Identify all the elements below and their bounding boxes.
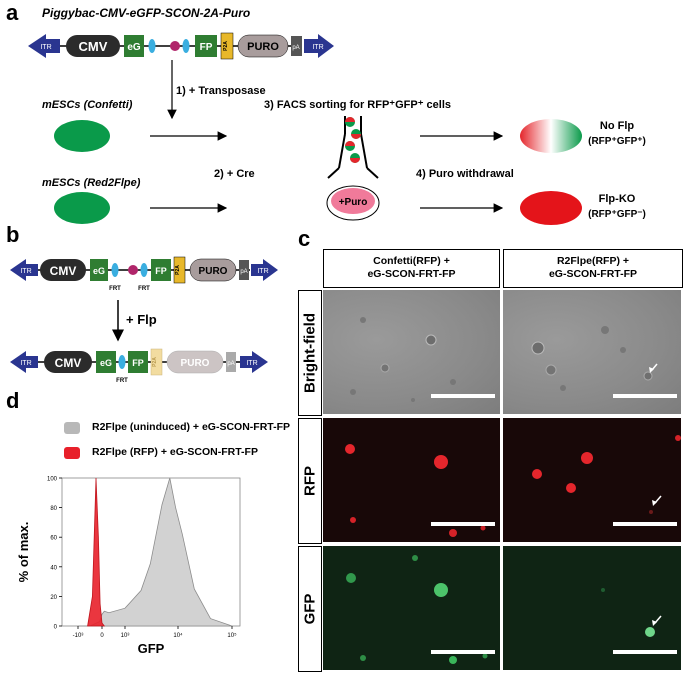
step4-label: 4) Puro withdrawal xyxy=(416,168,514,180)
svg-text:ITR: ITR xyxy=(20,360,31,367)
col-header-confetti: Confetti(RFP) + eG-SCON-FRT-FP xyxy=(323,249,500,288)
panel-a-diagram: ITR CMV eG FP P2A PURO pA ITR 1) + Trans… xyxy=(28,32,646,225)
panel-letter-a: a xyxy=(6,0,19,25)
col-header-r2flpe: R2Flpe(RFP) + eG-SCON-FRT-FP xyxy=(503,249,683,288)
outcome-2-sub: (RFP⁺GFP⁻) xyxy=(588,209,646,220)
svg-text:eG: eG xyxy=(100,358,112,368)
panel-letter-b: b xyxy=(6,222,20,247)
red2flpe-cells xyxy=(54,192,110,224)
no-flp-cells xyxy=(520,119,582,153)
frt-icon xyxy=(182,39,190,53)
cell-line-1: mESCs (Confetti) xyxy=(42,99,133,111)
micrograph-rfp-r2flpe xyxy=(503,418,681,542)
svg-text:FRT: FRT xyxy=(116,378,128,384)
itr-right-icon xyxy=(304,34,334,58)
svg-text:ITR: ITR xyxy=(312,44,323,51)
confetti-cells xyxy=(54,120,110,152)
x-axis-label: GFP xyxy=(138,641,165,656)
svg-text:FRT: FRT xyxy=(138,286,150,292)
micrograph-gfp-r2flpe xyxy=(503,546,681,670)
svg-text:P2A: P2A xyxy=(175,265,181,275)
legend-swatch-uninduced xyxy=(64,422,80,434)
panel-letter-c: c xyxy=(298,226,311,251)
p2a-block xyxy=(220,32,234,60)
x-tick-label: 10³ xyxy=(121,633,130,639)
row-label-gfp: GFP xyxy=(298,546,322,672)
construct-title: Piggybac-CMV-eGFP-SCON-2A-Puro xyxy=(42,6,251,20)
series-area-1 xyxy=(87,477,106,627)
svg-text:PURO: PURO xyxy=(199,266,228,277)
svg-text:eG: eG xyxy=(127,42,141,53)
svg-text:CMV: CMV xyxy=(50,264,77,278)
svg-text:FP: FP xyxy=(155,266,167,276)
x-tick-label: 0 xyxy=(100,633,104,639)
step1-label: 1) + Transposase xyxy=(176,85,266,97)
svg-text:FP: FP xyxy=(132,358,144,368)
svg-text:P2A: P2A xyxy=(152,357,158,367)
puro-block xyxy=(237,34,289,58)
step3-label: 3) FACS sorting for RFP⁺GFP⁺ cells xyxy=(264,99,451,111)
svg-text:PURO: PURO xyxy=(181,358,210,369)
cmv-block xyxy=(66,35,120,57)
svg-text:pA: pA xyxy=(292,45,299,51)
micrograph-bf-r2flpe xyxy=(503,290,681,414)
x-tick-label: 10⁵ xyxy=(227,632,237,639)
svg-text:FP: FP xyxy=(200,42,213,53)
frt-icon xyxy=(148,39,156,53)
row-label-rfp: RFP xyxy=(298,418,322,544)
panel-b-diagram: ITR CMV eG FRT FRT FP P2A PURO pA ITR + … xyxy=(10,256,278,384)
y-axis-label: % of max. xyxy=(16,522,31,583)
row-label-brightfield: Bright-field xyxy=(298,290,322,416)
outcome-1-sub: (RFP⁺GFP⁺) xyxy=(588,136,646,147)
lox-icon xyxy=(170,41,180,51)
eg-block xyxy=(124,35,144,57)
y-tick-label: 0 xyxy=(54,625,58,631)
legend-swatch-rfp xyxy=(64,447,80,459)
y-tick-label: 80 xyxy=(50,506,57,512)
svg-text:ITR: ITR xyxy=(257,268,268,275)
svg-text:FRT: FRT xyxy=(109,286,121,292)
sorted-cells-icon xyxy=(345,117,361,163)
step2-label: 2) + Cre xyxy=(214,168,255,180)
legend-label-rfp: R2Flpe (RFP) + eG-SCON-FRT-FP xyxy=(92,446,258,458)
outcome-2-title: Flp-KO xyxy=(599,193,636,205)
pa-block xyxy=(291,36,302,56)
svg-text:ITR: ITR xyxy=(20,268,31,275)
cell-line-2: mESCs (Red2Flpe) xyxy=(42,177,141,189)
svg-text:eG: eG xyxy=(93,266,105,276)
y-tick-label: 60 xyxy=(50,536,57,542)
svg-text:CMV: CMV xyxy=(55,356,82,370)
x-tick-label: -10³ xyxy=(73,633,84,639)
flp-ko-cells xyxy=(520,191,582,225)
svg-text:PURO: PURO xyxy=(247,41,279,53)
svg-text:ITR: ITR xyxy=(40,44,51,51)
outcome-1-title: No Flp xyxy=(600,120,634,132)
legend-label-uninduced: R2Flpe (uninduced) + eG-SCON-FRT-FP xyxy=(92,421,291,433)
puro-label: +Puro xyxy=(339,197,368,208)
svg-text:ITR: ITR xyxy=(246,360,257,367)
micrograph-bf-confetti xyxy=(323,290,500,414)
y-tick-label: 20 xyxy=(50,595,57,601)
itr-left-icon xyxy=(28,34,60,58)
micrograph-rfp-confetti xyxy=(323,418,500,542)
svg-text:P2A: P2A xyxy=(223,41,229,51)
flp-step-label: + Flp xyxy=(126,312,157,327)
fp-block xyxy=(195,35,217,57)
micrograph-gfp-confetti xyxy=(323,546,500,670)
svg-text:pA: pA xyxy=(227,361,234,367)
svg-text:CMV: CMV xyxy=(79,39,108,54)
x-tick-label: 10⁴ xyxy=(173,632,183,639)
svg-text:pA: pA xyxy=(240,269,247,275)
gfp-histogram: 0 20 40 60 80 100 -10³ 0 10³ 10⁴ 10⁵ % of max. GFP xyxy=(16,477,241,656)
panel-letter-d: d xyxy=(6,388,20,413)
y-tick-label: 40 xyxy=(50,565,57,571)
y-tick-label: 100 xyxy=(47,477,58,483)
